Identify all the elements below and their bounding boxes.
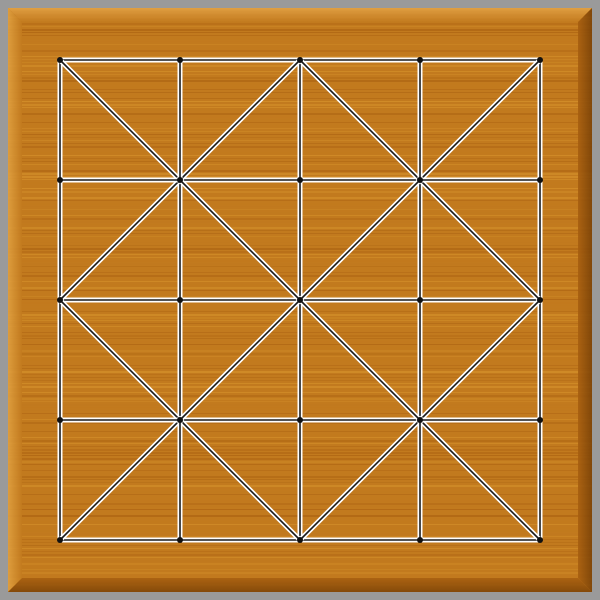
wood-grain: [8, 566, 592, 568]
diagonal-line-8-core: [179, 59, 301, 181]
wood-grain: [8, 545, 592, 546]
diagonal-line-5-core: [299, 179, 421, 301]
diagonal-line-3-core: [419, 419, 541, 541]
board-point[interactable]: [177, 297, 183, 303]
board-points: [57, 57, 543, 543]
board-point[interactable]: [537, 57, 543, 63]
wood-grain: [8, 44, 592, 45]
wood-grain: [8, 23, 592, 25]
bevel-top: [8, 8, 592, 22]
diagonal-line-9-core: [299, 59, 421, 181]
board-point[interactable]: [297, 297, 303, 303]
wood-grain: [8, 575, 592, 577]
board-point[interactable]: [57, 297, 63, 303]
board-point[interactable]: [177, 417, 183, 423]
board-point[interactable]: [417, 177, 423, 183]
wood-grain: [8, 35, 592, 36]
wood-grain: [8, 572, 592, 574]
bevel-left: [8, 8, 22, 592]
bevel-bottom: [8, 578, 592, 592]
wood-grain: [8, 41, 592, 42]
board-point[interactable]: [297, 417, 303, 423]
board-point[interactable]: [177, 537, 183, 543]
board-point[interactable]: [537, 297, 543, 303]
board-point[interactable]: [417, 537, 423, 543]
wood-grain: [8, 554, 592, 556]
diagonal-line-12-core: [299, 419, 421, 541]
diagonal-line-6-core: [179, 299, 301, 421]
diagonal-line-4-core: [419, 59, 541, 181]
wood-grain: [8, 548, 592, 549]
diagonal-line-15-core: [59, 179, 181, 301]
bevel-right: [578, 8, 592, 592]
board-point[interactable]: [57, 177, 63, 183]
board-lines: [57, 57, 543, 543]
wood-grain: [8, 32, 592, 33]
board-point[interactable]: [417, 417, 423, 423]
diagonal-line-14-core: [59, 299, 181, 421]
diagonal-line-7-core: [59, 419, 181, 541]
board-point[interactable]: [57, 537, 63, 543]
board-point[interactable]: [177, 177, 183, 183]
wood-grain: [8, 47, 592, 48]
wood-grain: [8, 569, 592, 570]
board-point[interactable]: [297, 177, 303, 183]
wood-grain: [8, 560, 592, 562]
wood-grain: [8, 563, 592, 565]
board-point[interactable]: [177, 57, 183, 63]
diagonal-line-2-core: [299, 299, 421, 421]
board-point[interactable]: [57, 417, 63, 423]
board-point[interactable]: [297, 537, 303, 543]
board-point[interactable]: [297, 57, 303, 63]
board-bevel: [8, 8, 592, 592]
board-point[interactable]: [537, 417, 543, 423]
board-point[interactable]: [537, 177, 543, 183]
wood-grain: [8, 557, 592, 558]
wood-grain: [8, 29, 592, 31]
diagonal-line-1-core: [179, 179, 301, 301]
diagonal-line-10-core: [419, 179, 541, 301]
board-point[interactable]: [57, 57, 63, 63]
wood-grain: [8, 26, 592, 27]
wood-grain: [8, 53, 592, 54]
board-point[interactable]: [417, 297, 423, 303]
diagonal-line-0-core: [59, 59, 181, 181]
diagonal-line-13-core: [179, 419, 301, 541]
wood-grain: [8, 50, 592, 52]
board-point[interactable]: [417, 57, 423, 63]
diagonal-line-11-core: [419, 299, 541, 421]
wood-grain: [8, 551, 592, 552]
board-point[interactable]: [537, 537, 543, 543]
wood-grain: [8, 56, 592, 57]
wood-grain: [8, 38, 592, 39]
